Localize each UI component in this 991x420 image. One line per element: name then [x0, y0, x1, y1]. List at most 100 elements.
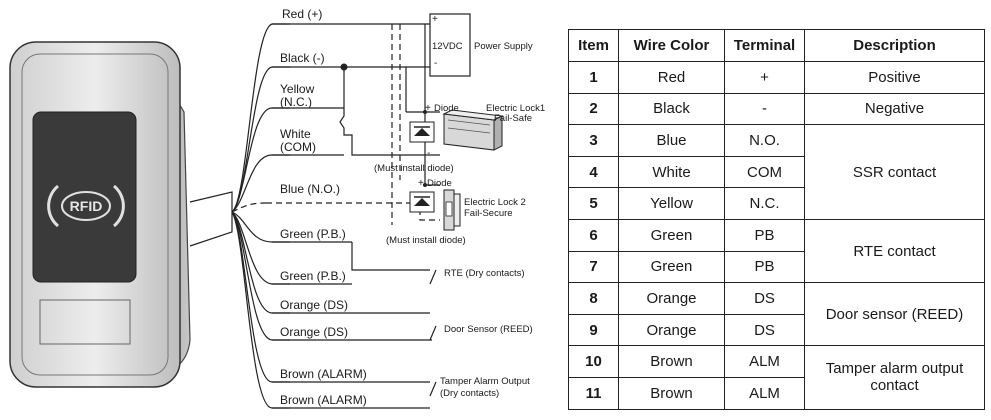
wire-label-yellow: Yellow [280, 82, 315, 96]
wire-label-blue: Blue (N.O.) [280, 182, 340, 196]
wire-label-orange-2: Orange (DS) [280, 325, 348, 339]
item-number: 8 [568, 282, 619, 315]
header-description: Description [804, 29, 985, 62]
electric-lock-2-icon [443, 189, 461, 231]
table-row: 1 Red + Positive [568, 61, 985, 94]
power-minus-sign: - [434, 58, 437, 69]
wire-label-red: Red (+) [282, 7, 322, 21]
description-line-2: contact [870, 377, 919, 395]
lock1-diode-label: Diode [434, 103, 459, 114]
terminal: PB [724, 250, 805, 284]
description-line-1: Tamper alarm output [825, 360, 964, 378]
description: Tamper alarm output contact [804, 345, 985, 410]
lock1-title: Electric Lock1 [486, 103, 545, 114]
electric-lock-2: + Diode Electric Lock 2 Fail-Secure (Mus… [386, 178, 526, 246]
rfid-logo-text: RFID [70, 198, 103, 214]
wire-runs [272, 23, 440, 409]
wire-color: Green [618, 250, 725, 284]
table-header-row: Item Wire Color Terminal Description [568, 29, 985, 62]
junction-dot [340, 63, 348, 71]
table-row: 5 Yellow N.C. [568, 187, 985, 220]
table-row: 10 Brown ALM Tamper alarm output contact [568, 345, 985, 410]
item-number: 7 [568, 250, 619, 284]
electric-lock-1-icon [442, 109, 504, 151]
table-row: 3 Blue N.O. SSR contact [568, 124, 985, 220]
wire-color: Green [618, 218, 725, 252]
terminal: + [724, 61, 805, 94]
table-row: 7 Green PB [568, 250, 985, 284]
lock1-minus-sign: - [427, 148, 430, 159]
item-number: 2 [568, 92, 619, 126]
tamper-dry-contacts-label: (Dry contacts) [440, 388, 499, 399]
wire-color: Brown [618, 345, 725, 378]
table-row: 8 Orange DS Door sensor (REED) [568, 282, 985, 347]
wire-label-green-2: Green (P.B.) [280, 269, 346, 283]
terminal: DS [724, 313, 805, 347]
wire-color: Brown [618, 376, 725, 410]
description: Positive [804, 61, 985, 94]
item-number: 1 [568, 61, 619, 94]
item-number: 4 [568, 155, 619, 189]
rte-label: RTE (Dry contacts) [444, 268, 525, 279]
wire-color: Orange [618, 282, 725, 315]
terminal: N.C. [724, 187, 805, 220]
table-row: 11 Brown ALM [568, 376, 985, 410]
diode-icon [414, 128, 430, 136]
item-number: 3 [568, 124, 619, 157]
header-wire-color: Wire Color [618, 29, 725, 62]
description: RTE contact [804, 218, 985, 284]
wire-label-white: White [280, 127, 311, 141]
power-supply: 12VDC Power Supply + - [429, 13, 533, 77]
wire-color: Black [618, 92, 725, 126]
wiring-diagram: RFID [9, 7, 545, 409]
item-number: 9 [568, 313, 619, 347]
description: Door sensor (REED) [804, 282, 985, 347]
description: Negative [804, 92, 985, 126]
wire-label-green-1: Green (P.B.) [280, 227, 346, 241]
wire-color: Yellow [618, 187, 725, 220]
door-sensor-label: Door Sensor (REED) [444, 324, 533, 335]
wire-label-yellow-terminal: (N.C.) [280, 95, 312, 109]
item-number: 6 [568, 218, 619, 252]
wire-label-white-terminal: (COM) [280, 140, 316, 154]
lock2-mode: Fail-Secure [464, 208, 513, 219]
wire-label-black: Black (-) [280, 51, 325, 65]
lock2-plus-sign: + [418, 178, 424, 189]
terminal: ALM [724, 345, 805, 378]
diode-icon [414, 198, 430, 206]
rfid-logo-icon: RFID [47, 184, 125, 228]
header-item: Item [568, 29, 619, 62]
wire-label-brown-2: Brown (ALARM) [280, 393, 367, 407]
terminal: DS [724, 282, 805, 315]
wire-label-orange-1: Orange (DS) [280, 298, 348, 312]
table-row: 6 Green PB RTE contact [568, 218, 985, 284]
tamper-label: Tamper Alarm Output [440, 376, 530, 387]
lock2-title: Electric Lock 2 [464, 197, 526, 208]
wire-color-table: Item Wire Color Terminal Description 1 R… [568, 29, 985, 410]
power-supply-voltage: 12VDC [432, 41, 463, 52]
lock2-diode-label: Diode [427, 178, 452, 189]
lock1-mode: Fail-Safe [494, 113, 532, 124]
rfid-reader-device: RFID [9, 41, 191, 388]
electric-lock-1: + Diode Electric Lock1 Fail-Safe - (Must… [374, 103, 545, 174]
description: SSR contact [804, 124, 985, 220]
wire-color: Red [618, 61, 725, 94]
terminal: ALM [724, 376, 805, 410]
item-number: 11 [568, 376, 619, 410]
wire-color: Blue [618, 124, 725, 157]
power-plus-sign: + [432, 14, 438, 25]
cable-bundle [189, 23, 290, 409]
table-row: 2 Black - Negative [568, 92, 985, 126]
lock1-diode-note: (Must install diode) [374, 163, 454, 174]
wire-color: Orange [618, 313, 725, 347]
terminal: PB [724, 218, 805, 252]
lock1-plus-sign: + [425, 103, 431, 114]
terminal: - [724, 92, 805, 126]
terminal: COM [724, 155, 805, 189]
lock2-diode-note: (Must install diode) [386, 235, 466, 246]
terminal: N.O. [724, 124, 805, 157]
junction-dot [423, 110, 427, 114]
item-number: 5 [568, 187, 619, 220]
junction-dot [423, 183, 427, 187]
power-supply-caption: Power Supply [474, 41, 533, 52]
